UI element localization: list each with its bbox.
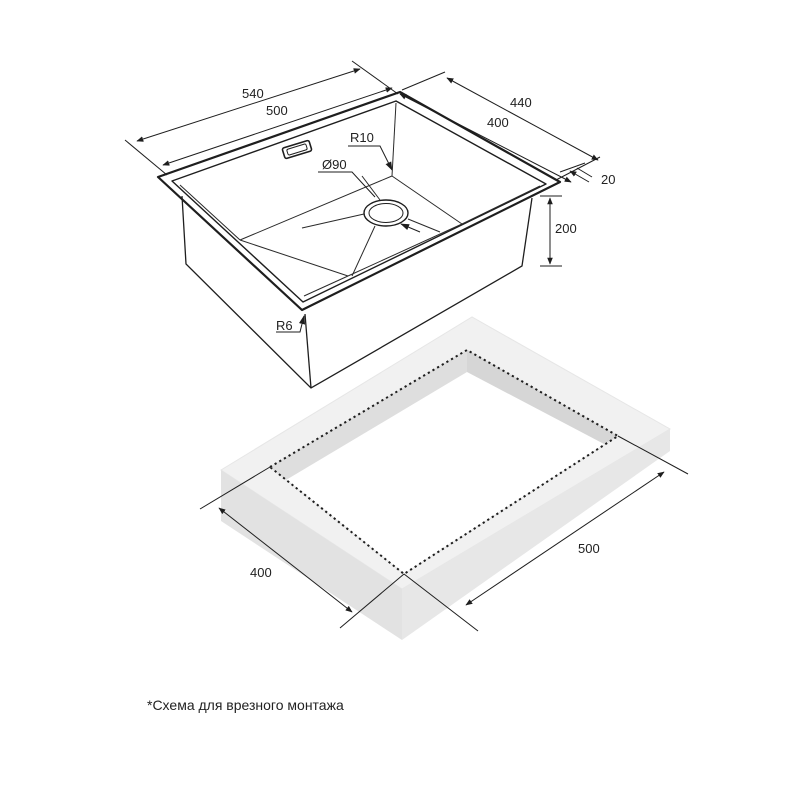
countertop-front-right — [402, 429, 670, 640]
sink-body — [181, 195, 533, 389]
cutout-dotted-outline — [268, 348, 620, 576]
cutout-inner-wall-left — [270, 350, 467, 480]
dim-width-outer-label: 540 — [242, 86, 264, 101]
cutout-width-label: 500 — [578, 541, 600, 556]
radius-edge-label: R6 — [276, 318, 293, 333]
drain-diameter-label: Ø90 — [322, 157, 347, 172]
radius-corner-label: R10 — [350, 130, 374, 145]
dim-depth-outer-label: 440 — [510, 95, 532, 110]
sink-bowl-interior — [179, 102, 541, 297]
cutout-dimension-lines — [199, 435, 689, 632]
dimension-lines — [124, 60, 601, 267]
leader-lines — [276, 145, 421, 333]
cutout-template: 400 500 — [199, 316, 689, 640]
drain-hole-icon — [363, 199, 409, 227]
mounting-note: *Схема для врезного монтажа — [147, 697, 344, 713]
dim-depth-inner-label: 400 — [487, 115, 509, 130]
dim-height-label: 200 — [555, 221, 577, 236]
cutout-depth-label: 400 — [250, 565, 272, 580]
sink-drawing: 540 500 440 400 20 200 R10 Ø90 R6 — [124, 60, 615, 389]
cutout-inner-wall-back — [467, 350, 618, 444]
dim-rim-label: 20 — [601, 172, 615, 187]
overflow-slot-icon — [281, 139, 313, 160]
dim-width-inner-label: 500 — [266, 103, 288, 118]
